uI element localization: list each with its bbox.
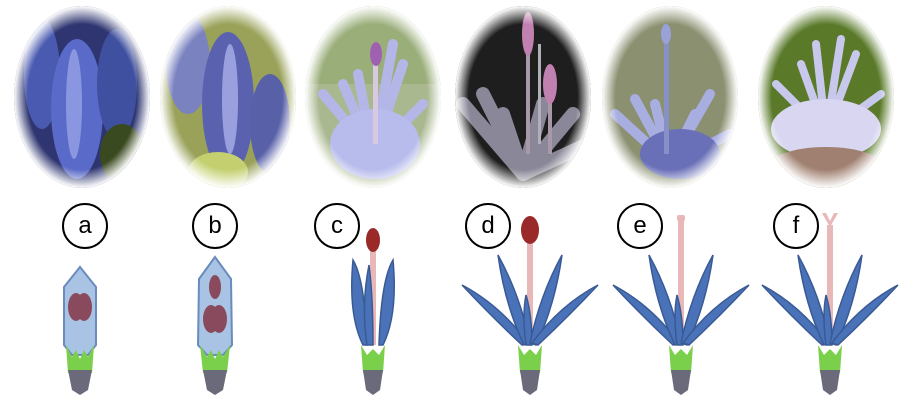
photo-b — [158, 4, 298, 190]
receptacle-base — [363, 370, 383, 395]
receptacle-base — [203, 370, 227, 395]
sepals — [818, 345, 842, 373]
stigma — [366, 228, 380, 252]
anther — [209, 275, 221, 299]
receptacle-base — [671, 370, 691, 395]
diagram-f-senescent — [750, 205, 904, 400]
diagram-e-stigma-withered — [601, 205, 761, 400]
receptacle-base — [820, 370, 840, 395]
bud-envelope — [198, 257, 232, 355]
stigma — [521, 216, 539, 244]
diagram-c-style-emerging — [293, 205, 453, 400]
diagram-d-stigma-exserted — [450, 205, 610, 400]
photo-a — [12, 4, 152, 190]
photo-c — [303, 4, 443, 190]
photo-e — [600, 4, 740, 190]
photo-f — [756, 4, 896, 190]
diagram-b-opening-bud — [135, 205, 295, 400]
sepals — [518, 345, 542, 373]
anther — [211, 305, 227, 333]
stigma-remnant — [677, 215, 685, 221]
receptacle-base — [68, 370, 92, 395]
petal — [379, 260, 394, 345]
sepals — [361, 345, 385, 373]
stigma-forked — [822, 213, 838, 227]
anther — [76, 293, 92, 321]
sepals — [669, 345, 693, 373]
photo-d — [453, 4, 593, 190]
receptacle-base — [520, 370, 540, 395]
